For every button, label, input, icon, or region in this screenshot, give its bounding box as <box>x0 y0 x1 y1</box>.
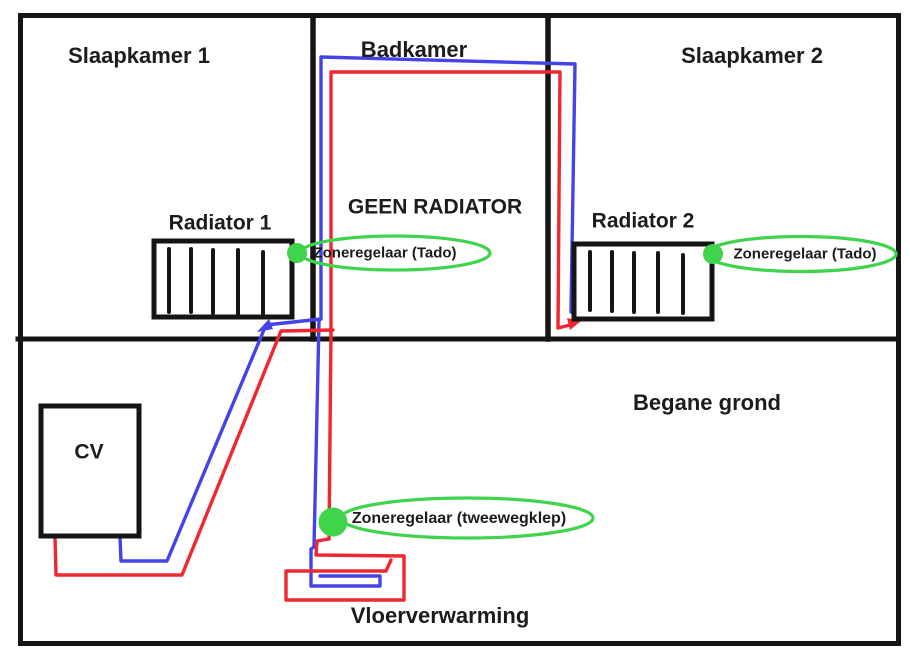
house-outline <box>18 13 901 646</box>
room-label-slaapkamer2: Slaapkamer 2 <box>681 43 823 68</box>
radiator2-label: Radiator 2 <box>591 209 695 233</box>
blue-pipe-badkamer-loop <box>319 55 585 321</box>
zone-dot-radiator1 <box>287 243 307 263</box>
zone-label-radiator2: Zoneregelaar (Tado) <box>733 245 877 263</box>
zone-label-radiator1: Zoneregelaar (Tado) <box>313 244 457 262</box>
radiator1-box <box>151 238 295 320</box>
radiator1-label: Radiator 1 <box>168 211 272 235</box>
room-label-slaapkamer1: Slaapkamer 1 <box>68 43 210 68</box>
cv-label: CV <box>74 440 104 464</box>
geen-radiator-label: GEEN RADIATOR <box>347 195 523 219</box>
zone-label-tweewegklep: Zoneregelaar (tweewegklep) <box>351 510 567 527</box>
zone-ellipse-radiator2 <box>704 234 898 274</box>
red-pipe-badkamer-loop <box>329 70 576 332</box>
radiator1-symbol <box>151 238 295 320</box>
room-label-badkamer: Badkamer <box>360 37 468 62</box>
red-pipe-from-cv <box>53 328 335 577</box>
red-pipe-vloerverwarming <box>284 329 406 602</box>
zone-dot-tweewegklep <box>318 507 348 537</box>
blue-arrowhead-radiator1 <box>257 319 273 332</box>
blue-pipe-to-cv <box>118 317 323 563</box>
radiator2-symbol <box>571 241 715 322</box>
radiator2-box <box>571 241 715 322</box>
zone-ellipse-radiator1 <box>298 234 492 272</box>
cv-boiler-box <box>38 403 142 539</box>
zone-ellipse-tweewegklep <box>339 496 595 540</box>
blue-pipe-vloerverwarming <box>309 319 382 588</box>
vloerverwarming-label: Vloerverwarming <box>350 603 530 628</box>
room-label-begane-grond: Begane grond <box>633 390 781 415</box>
